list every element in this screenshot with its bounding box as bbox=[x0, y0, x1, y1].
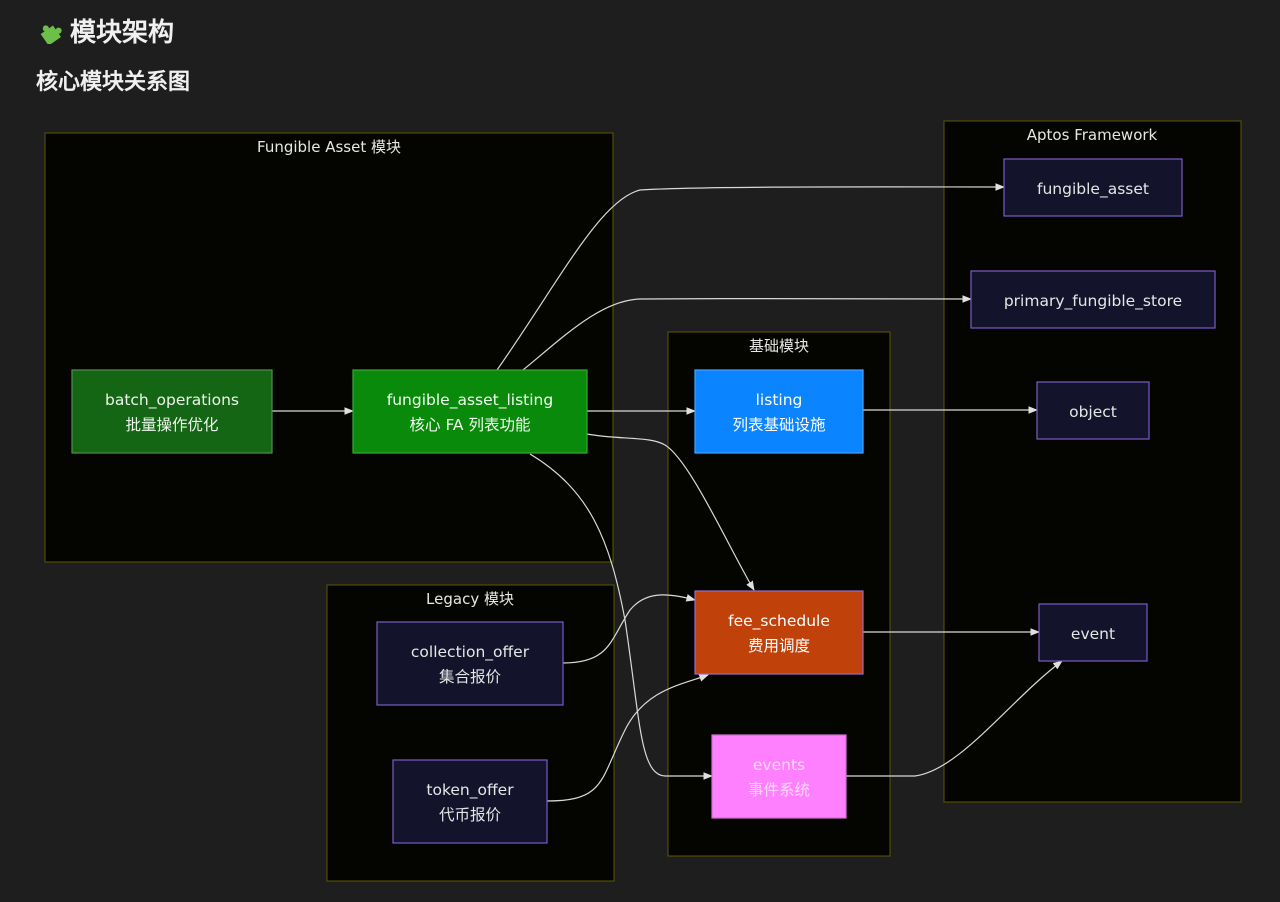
edge-fa-listing-to-fee-schedule bbox=[586, 433, 755, 591]
cluster-aptos-framework: Aptos Framework bbox=[943, 120, 1242, 803]
edges bbox=[272, 183, 1063, 802]
node-listing[interactable]: listing 列表基础设施 bbox=[694, 369, 864, 454]
node-sublabel: 核心 FA 列表功能 bbox=[410, 416, 531, 434]
subsection-title: 核心模块关系图 bbox=[36, 70, 191, 95]
node-label: events bbox=[753, 756, 805, 774]
node-label: fungible_asset_listing bbox=[387, 391, 553, 410]
node-label: listing bbox=[756, 391, 803, 409]
node-label: primary_fungible_store bbox=[1004, 292, 1182, 311]
node-sublabel: 费用调度 bbox=[748, 637, 810, 655]
node-sublabel: 集合报价 bbox=[439, 668, 502, 686]
cluster-fungible-asset: Fungible Asset 模块 bbox=[44, 132, 614, 563]
node-object[interactable]: object bbox=[1036, 381, 1150, 440]
node-sublabel: 事件系统 bbox=[748, 781, 810, 799]
node-token-offer[interactable]: token_offer 代币报价 bbox=[392, 759, 548, 844]
edge-token-offer-to-fee-schedule bbox=[546, 674, 709, 802]
node-primary-fungible-store[interactable]: primary_fungible_store bbox=[970, 270, 1216, 329]
edge-fa-listing-to-primary-fungible-store bbox=[522, 295, 972, 371]
section-heading: 模块架构 bbox=[36, 12, 174, 48]
node-batch-operations[interactable]: batch_operations 批量操作优化 bbox=[71, 369, 273, 454]
node-fungible-asset[interactable]: fungible_asset bbox=[1003, 158, 1183, 217]
section-title: 模块架构 bbox=[70, 17, 175, 48]
node-sublabel: 代币报价 bbox=[439, 806, 502, 824]
node-label: collection_offer bbox=[411, 643, 530, 662]
node-label: event bbox=[1071, 625, 1115, 643]
cluster-title-fungible-asset: Fungible Asset 模块 bbox=[257, 138, 401, 156]
node-sublabel: 批量操作优化 bbox=[125, 416, 218, 434]
node-fee-schedule[interactable]: fee_schedule 费用调度 bbox=[694, 590, 864, 675]
edge-fa-listing-to-events bbox=[529, 453, 713, 780]
node-event[interactable]: event bbox=[1038, 603, 1148, 662]
node-events[interactable]: events 事件系统 bbox=[711, 734, 847, 819]
node-label: fungible_asset bbox=[1037, 180, 1149, 199]
node-label: token_offer bbox=[426, 781, 514, 800]
node-label: fee_schedule bbox=[728, 612, 830, 631]
node-collection-offer[interactable]: collection_offer 集合报价 bbox=[376, 621, 564, 706]
edge-events-to-event bbox=[846, 660, 1063, 777]
puzzle-icon bbox=[40, 25, 62, 44]
node-label: batch_operations bbox=[105, 391, 239, 410]
node-fungible-asset-listing[interactable]: fungible_asset_listing 核心 FA 列表功能 bbox=[352, 369, 588, 454]
node-sublabel: 列表基础设施 bbox=[732, 416, 825, 434]
cluster-title-aptos-framework: Aptos Framework bbox=[1027, 126, 1158, 144]
node-label: object bbox=[1069, 403, 1117, 421]
cluster-title-legacy: Legacy 模块 bbox=[426, 590, 514, 608]
edge-fa-listing-to-fungible-asset bbox=[496, 183, 1005, 371]
cluster-title-base: 基础模块 bbox=[749, 337, 809, 355]
edge-collection-offer-to-fee-schedule bbox=[562, 594, 696, 664]
